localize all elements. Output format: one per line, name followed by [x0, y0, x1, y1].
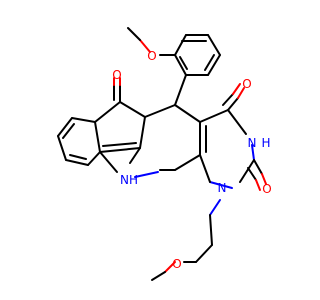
molecule-structure: O O O N H O N NH O — [57, 27, 272, 281]
central-ring — [129, 104, 207, 171]
methoxyethyl-chain — [151, 199, 221, 281]
c4-oxygen-label: O — [242, 77, 251, 91]
indenone-five-ring — [94, 101, 146, 153]
pyrimidine-ring — [199, 109, 255, 189]
c4-carbonyl — [222, 83, 245, 111]
nh-link — [99, 151, 159, 178]
benzo-ring — [57, 117, 101, 166]
nh-label: NH — [120, 173, 138, 187]
ketone-oxygen-label: O — [112, 68, 121, 82]
aryl-to-ch-bond — [174, 74, 187, 106]
n1-label: N — [218, 181, 227, 195]
ketone-group — [113, 77, 121, 103]
ether-oxygen-label: O — [172, 257, 181, 271]
n3-hydrogen-label: H — [261, 136, 270, 150]
aryl-methoxy-oxygen-label: O — [147, 49, 156, 63]
methoxyphenyl-ring — [174, 34, 221, 76]
aryl-methoxy-group — [127, 27, 176, 56]
c2-oxygen-label: O — [262, 182, 271, 196]
molecule-canvas: O O O N H O N NH O — [57, 27, 272, 281]
n3-label: N — [248, 136, 257, 150]
c2-carbonyl — [247, 159, 267, 191]
